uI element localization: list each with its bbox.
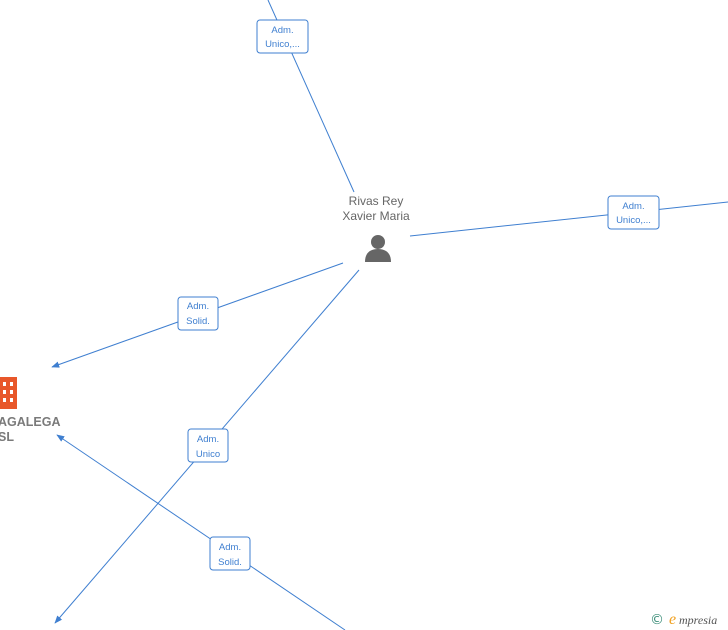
edge-label-right[interactable]: Adm. Unico,... — [607, 195, 660, 230]
edge-bottom-to-company[interactable] — [56, 434, 346, 630]
brand-initial: e — [669, 611, 676, 628]
company-node[interactable]: AGALEGA SL — [0, 377, 61, 444]
edge-label-left-line1: Adm. — [187, 301, 209, 312]
edge-label-right-line1: Adm. — [622, 201, 644, 212]
edge-label-left-line2: Solid. — [186, 316, 210, 327]
edge-label-center[interactable]: Adm. Unico — [187, 428, 229, 463]
person-node[interactable]: Rivas Rey Xavier Maria — [342, 194, 410, 262]
company-name-line1: AGALEGA — [0, 415, 61, 429]
person-name-line1: Rivas Rey — [349, 194, 404, 208]
company-name-line2: SL — [0, 430, 14, 444]
edge-label-top-line2: Unico,... — [265, 39, 300, 50]
person-name-line2: Xavier Maria — [342, 209, 410, 223]
building-icon — [0, 377, 17, 409]
edge-label-top[interactable]: Adm. Unico,... — [256, 19, 309, 54]
edge-label-center-line1: Adm. — [197, 434, 219, 445]
copyright-symbol: © — [650, 612, 664, 628]
edge-label-bottom[interactable]: Adm. Solid. — [209, 536, 251, 571]
edge-label-center-line2: Unico — [196, 449, 220, 460]
edge-label-left[interactable]: Adm. Solid. — [177, 296, 219, 331]
edge-right[interactable] — [409, 201, 728, 237]
edge-label-right-line2: Unico,... — [616, 215, 651, 226]
edge-label-top-line1: Adm. — [271, 25, 293, 36]
edge-label-bottom-line2: Solid. — [218, 557, 242, 568]
brand-watermark: © e mpresia — [650, 611, 717, 628]
brand-name: mpresia — [679, 613, 717, 627]
edge-label-bottom-line1: Adm. — [219, 542, 241, 553]
person-icon — [365, 235, 391, 262]
